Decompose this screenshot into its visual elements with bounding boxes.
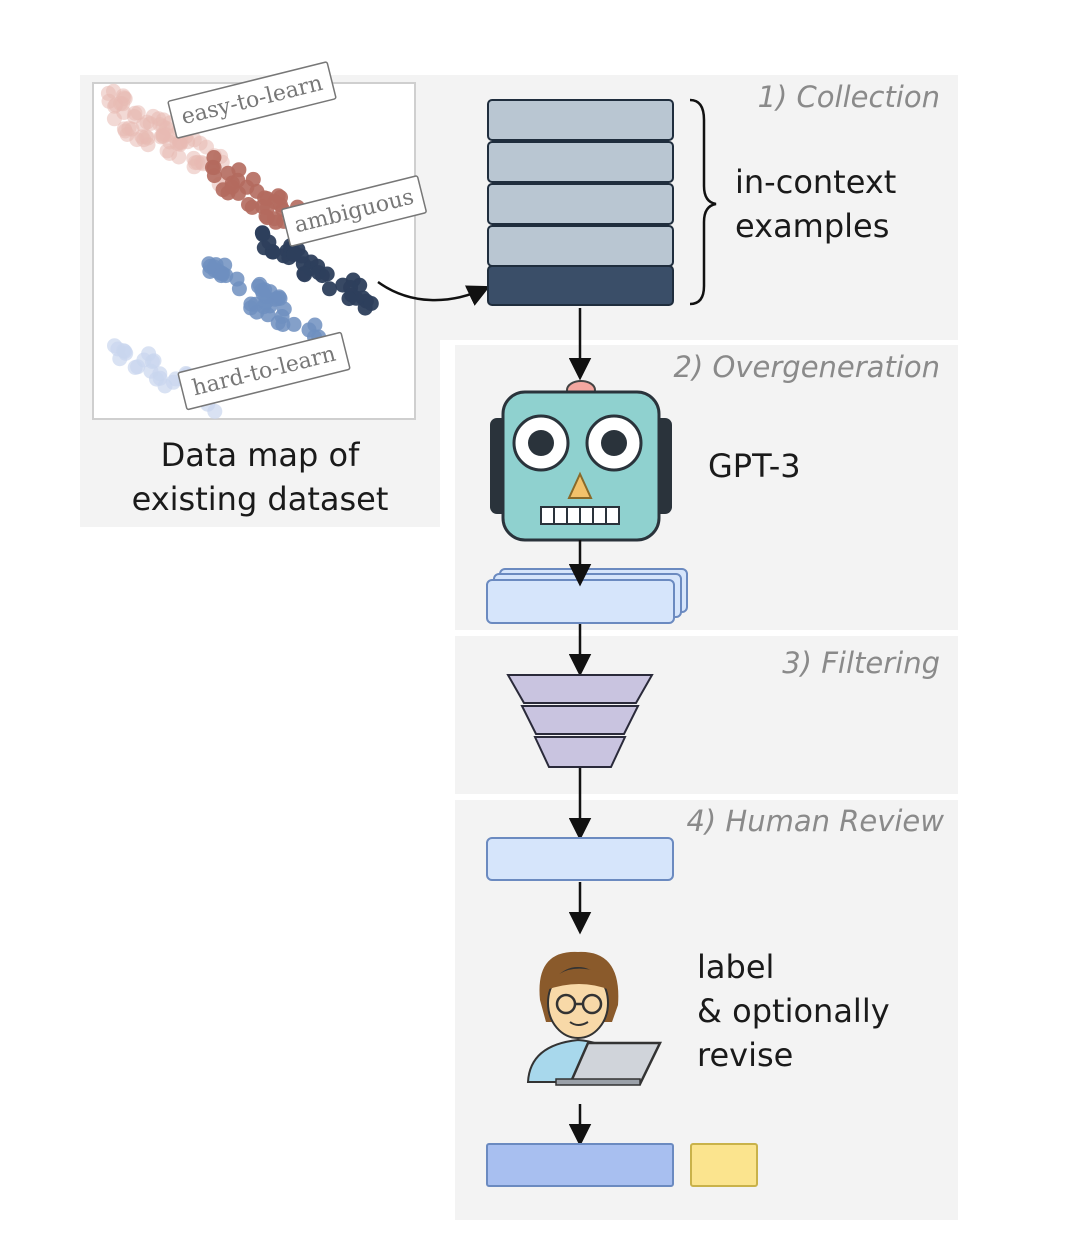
data-map-point [296, 266, 312, 282]
data-map-point [134, 129, 150, 145]
data-map-point [248, 296, 263, 312]
data-map-point [106, 111, 122, 127]
model-label: GPT-3 [708, 447, 801, 485]
data-map-point [116, 343, 132, 359]
data-map-point [286, 316, 302, 332]
review-label-line3: revise [697, 1036, 794, 1074]
filtered-example [486, 837, 674, 881]
data-map-point [231, 162, 247, 178]
review-label: label & optionally revise [697, 945, 890, 1077]
data-map-point [186, 159, 202, 175]
data-map-point [213, 268, 229, 284]
data-map-point [231, 281, 247, 297]
data-map-point [141, 346, 157, 362]
data-map-point [145, 108, 161, 124]
final-example [486, 1143, 674, 1187]
data-map-point [165, 374, 181, 390]
data-map-point [363, 296, 379, 311]
data-map-point [241, 197, 256, 212]
annotator-icon [526, 951, 663, 1086]
in-context-label-line2: examples [735, 207, 890, 245]
data-map-point [341, 291, 357, 307]
final-label [690, 1143, 758, 1187]
data-map-point [192, 135, 208, 151]
data-map-caption-line2: existing dataset [131, 480, 389, 518]
data-map-point [255, 286, 271, 302]
in-context-stack [487, 99, 674, 306]
data-map-point [115, 88, 131, 104]
data-map-point [259, 210, 275, 226]
ambiguous-to-stack-arrow [377, 280, 491, 306]
data-map-point [205, 159, 220, 175]
data-map-point [127, 360, 143, 375]
data-map-point [171, 149, 187, 165]
stage-title-human-review: 4) Human Review [686, 804, 944, 838]
robot-icon [490, 380, 672, 542]
data-map-point [322, 281, 337, 297]
data-map-point [135, 117, 151, 133]
data-map-point [143, 363, 159, 379]
stack-brace [689, 98, 717, 306]
in-context-label: in-context examples [735, 160, 896, 248]
data-map-point [158, 127, 174, 143]
data-map-point [254, 225, 270, 241]
stage-title-overgeneration: 2) Overgeneration [673, 350, 940, 384]
data-map-point [127, 105, 143, 121]
stage-title-collection: 1) Collection [757, 80, 940, 114]
filter-funnel-icon [506, 674, 654, 768]
data-map-point [172, 136, 188, 152]
data-map-point [267, 194, 283, 210]
in-context-label-line1: in-context [735, 163, 897, 201]
data-map-point [319, 266, 335, 282]
data-map-point [286, 246, 302, 262]
data-map-point [121, 120, 137, 136]
data-map-caption: Data map of existing dataset [110, 433, 410, 521]
review-label-line1: label [697, 948, 775, 986]
data-map-point [239, 179, 255, 195]
review-label-line2: & optionally [697, 992, 890, 1030]
generated-examples [486, 568, 688, 624]
data-map-point [270, 315, 286, 331]
data-map-caption-line1: Data map of [160, 436, 360, 474]
stage-title-filtering: 3) Filtering [782, 646, 940, 680]
